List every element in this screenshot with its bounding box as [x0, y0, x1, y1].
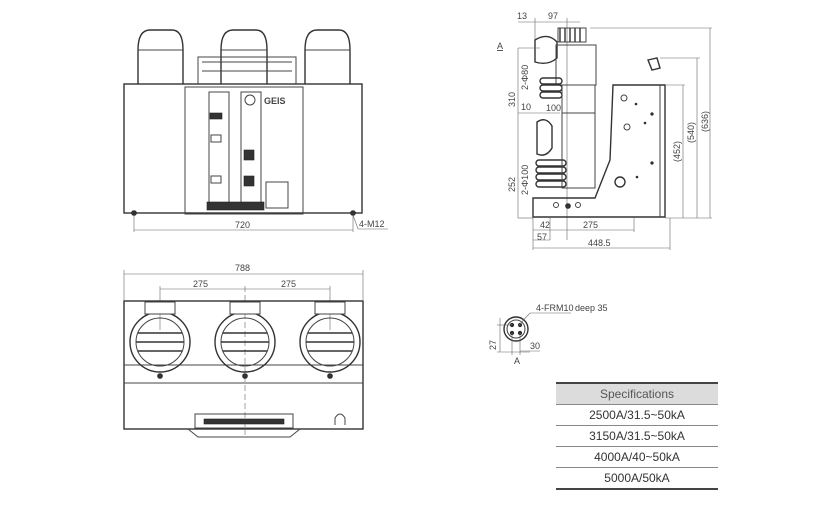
pole-tops [129, 301, 361, 373]
dim-275: 275 [583, 220, 598, 230]
view-label-a: A [514, 356, 520, 366]
dim-636: (636) [700, 111, 710, 132]
section-label-a: A [497, 41, 503, 51]
operation-counter-icon [244, 94, 256, 106]
dim-13: 13 [517, 11, 527, 21]
dim-97: 97 [548, 11, 558, 21]
brand-logo: GEIS [264, 96, 286, 106]
hole-label: 4-FRM10 [536, 303, 574, 313]
dim-540: (540) [686, 122, 696, 143]
dim-pitch-left: 275 [193, 279, 208, 289]
detail-a: 4-FRM10 deep 35 27 30 A [488, 303, 608, 366]
dim-30: 30 [530, 341, 540, 351]
dim-phi80: 2-Φ80 [520, 65, 530, 90]
spec-row: 2500A/31.5~50kA [556, 405, 718, 426]
aux-plug [647, 57, 661, 71]
side-view: 13 97 A 310 2-Φ80 10 100 252 2-Φ100 [497, 11, 712, 250]
dim-100: 100 [546, 103, 561, 113]
dim-27: 27 [488, 340, 498, 350]
spec-row: 5000A/50kA [604, 471, 670, 485]
top-view: 788 275 275 [123, 263, 364, 438]
hole-depth: deep 35 [575, 303, 608, 313]
upper-insulator-fins [539, 77, 563, 99]
dim-448-5: 448.5 [588, 238, 611, 248]
specifications-header: Specifications [556, 384, 718, 405]
bushing-caps [137, 29, 351, 84]
dim-phi100: 2-Φ100 [520, 165, 530, 195]
dim-42: 42 [540, 220, 550, 230]
lower-insulator-fins [535, 159, 567, 188]
front-body [123, 83, 363, 214]
dim-pitch-right: 275 [281, 279, 296, 289]
dim-overall-788: 788 [235, 263, 250, 273]
dim-width-720: 720 [235, 220, 250, 230]
dim-252: 252 [507, 177, 517, 192]
lower-terminal [536, 119, 553, 156]
specifications-table: Specifications 2500A/31.5~50kA 3150A/31.… [556, 382, 718, 490]
dim-57: 57 [537, 232, 547, 242]
front-panel [184, 86, 304, 215]
dim-10: 10 [521, 102, 531, 112]
dim-310: 310 [507, 92, 517, 107]
spec-row: 4000A/40~50kA [556, 447, 718, 468]
bolt-label: 4-M12 [359, 219, 385, 229]
dim-452: (452) [672, 141, 682, 162]
front-view: GEIS 720 4-M12 [123, 29, 388, 232]
upper-terminal [534, 35, 558, 65]
spec-row: 3150A/31.5~50kA [556, 426, 718, 447]
side-body [532, 84, 666, 218]
